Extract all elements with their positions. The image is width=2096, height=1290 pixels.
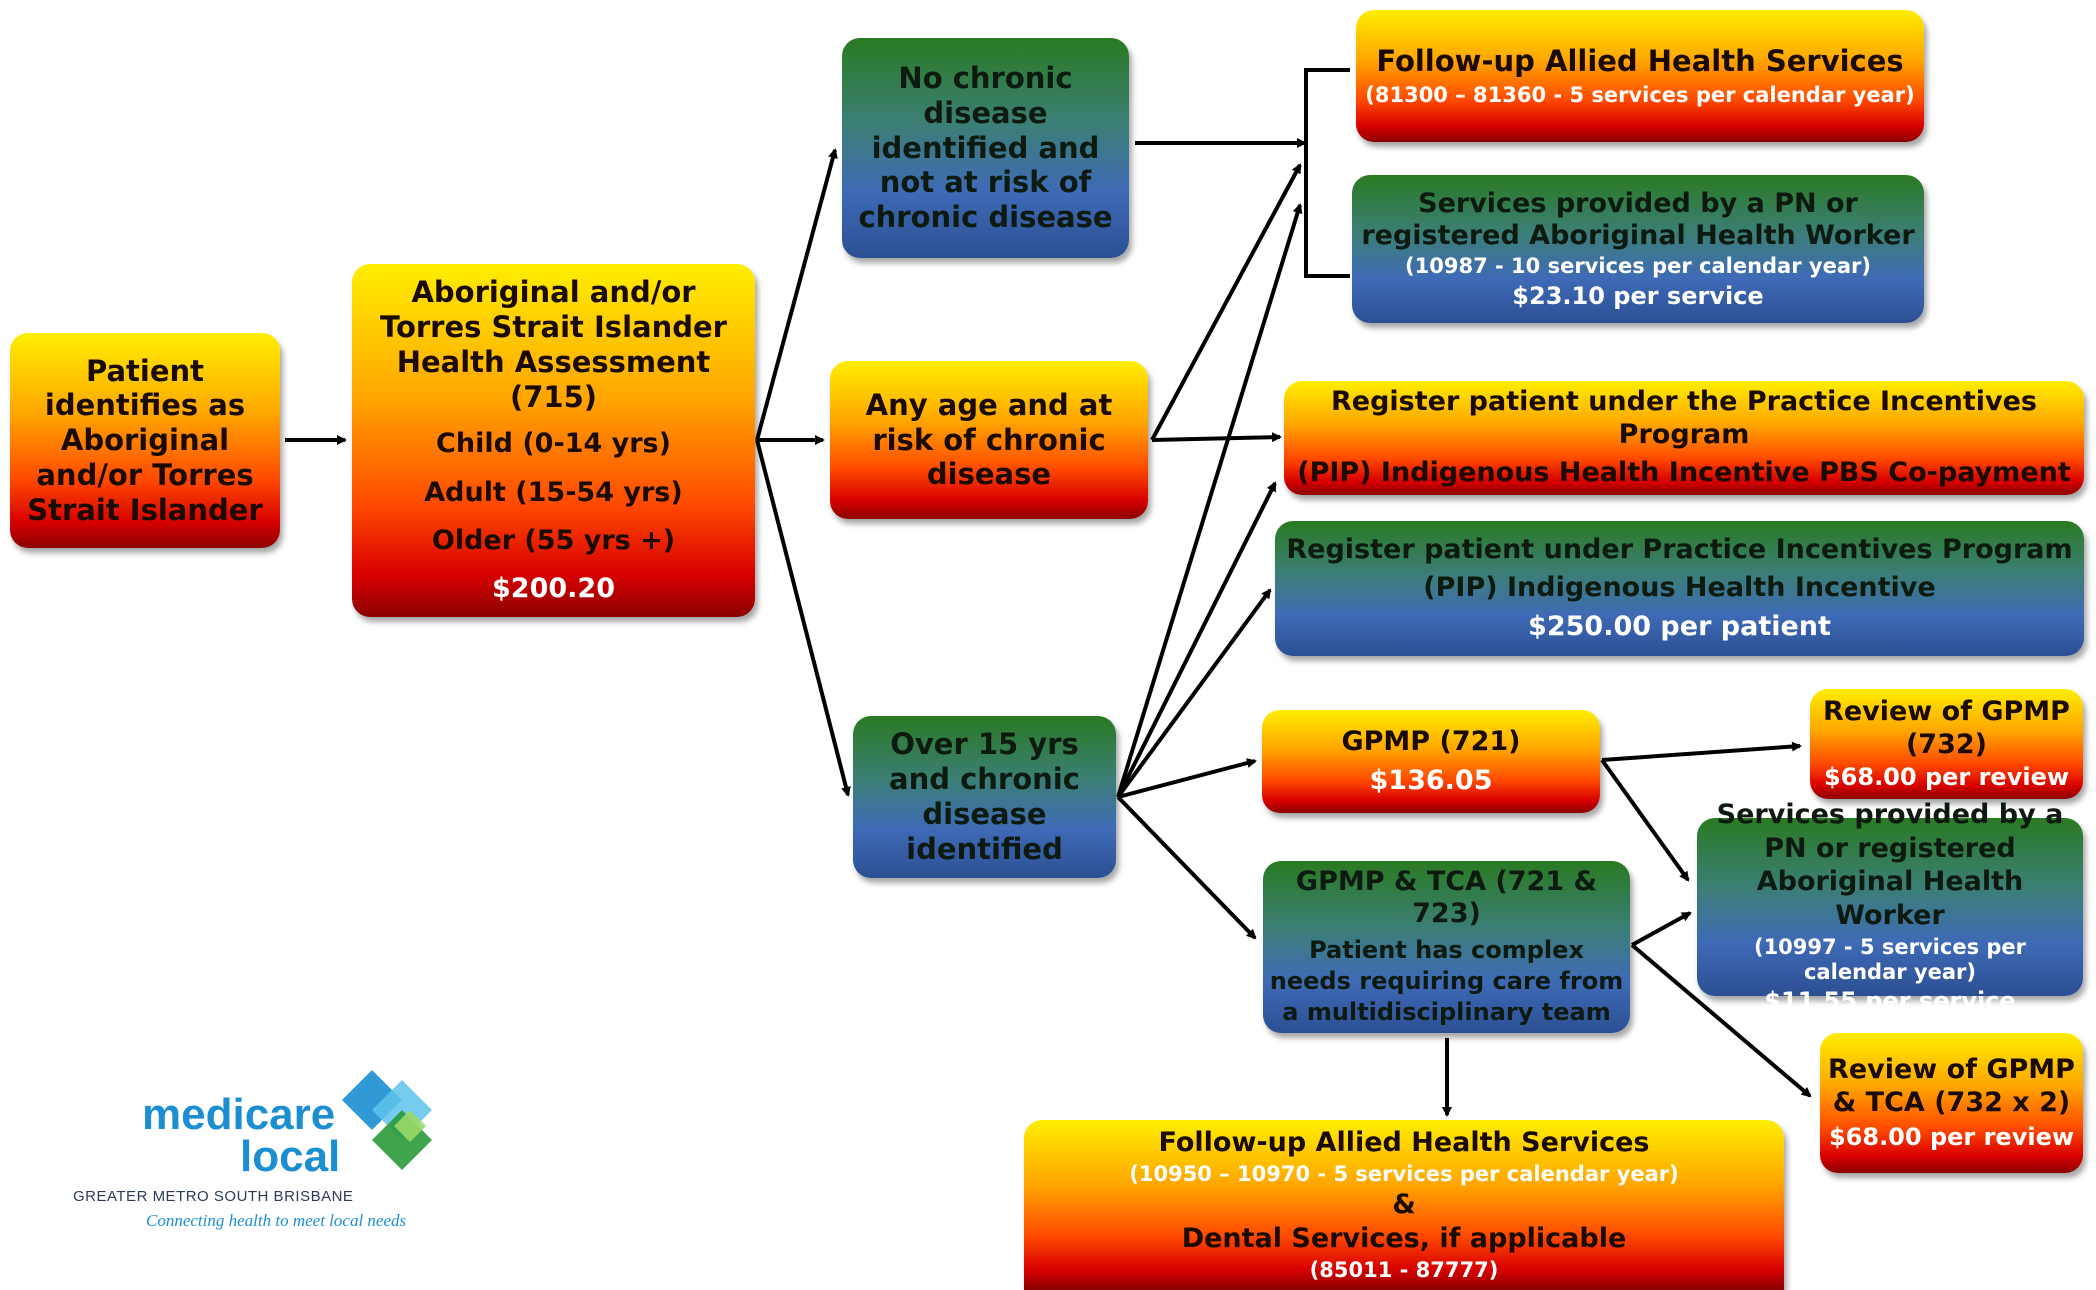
pip-copayment-line1: Register patient under the Practice Ince… xyxy=(1330,386,2038,450)
arrow-over15-pipcopay xyxy=(1116,481,1277,798)
arrow-atrisk-pipcopay xyxy=(1151,432,1282,443)
health-assessment-title: Aboriginal and/or Torres Strait Islander… xyxy=(380,275,727,414)
arrow-gpmp-pnservices xyxy=(1600,758,1690,882)
pip-incentive-line2: (PIP) Indigenous Health Incentive xyxy=(1423,572,1936,604)
followup-bottom-title2: Dental Services, if applicable xyxy=(1181,1223,1627,1255)
logo-tagline: Connecting health to meet local needs xyxy=(146,1211,407,1230)
followup-bottom-detail1: (10950 – 10970 - 5 services per calendar… xyxy=(1129,1161,1679,1186)
age-child: Child (0-14 yrs) xyxy=(436,428,671,460)
medicare-local-emblem-icon xyxy=(342,1070,432,1170)
followup-allied-top-title: Follow-up Allied Health Services xyxy=(1376,44,1904,78)
gpmp-box: GPMP (721) $136.05 xyxy=(1262,710,1600,813)
pip-copayment-box: Register patient under the Practice Ince… xyxy=(1284,381,2084,495)
health-assessment-box: Aboriginal and/or Torres Strait Islander… xyxy=(352,264,755,617)
pip-incentive-line1: Register patient under Practice Incentiv… xyxy=(1286,533,2073,565)
age-adult: Adult (15-54 yrs) xyxy=(424,476,683,508)
no-chronic-disease-text: No chronic disease identified and not at… xyxy=(858,61,1113,235)
arrow-over15-gpmptca xyxy=(1116,795,1257,940)
gpmp-tca-box: GPMP & TCA (721 & 723) Patient has compl… xyxy=(1263,861,1630,1033)
arrow-over15-bracket xyxy=(1116,203,1303,798)
review-gpmp-fee: $68.00 per review xyxy=(1823,762,2070,791)
pn-services-right-title: Services provided by a PN or registered … xyxy=(1716,798,2064,932)
logo-subtitle: GREATER METRO SOUTH BRISBANE xyxy=(73,1188,354,1205)
pn-services-top-fee: $23.10 per service xyxy=(1512,281,1764,310)
logo-word-medicare: medicare xyxy=(142,1090,336,1139)
pn-services-right-fee: $11.55 per service xyxy=(1764,987,2016,1016)
pip-incentive-fee: $250.00 per patient xyxy=(1528,610,1831,642)
review-gpmp-tca-box: Review of GPMP & TCA (732 x 2) $68.00 pe… xyxy=(1820,1033,2083,1173)
review-gpmp-box: Review of GPMP (732) $68.00 per review xyxy=(1810,689,2083,799)
no-chronic-disease-box: No chronic disease identified and not at… xyxy=(842,38,1129,258)
pn-services-top-title: Services provided by a PN or registered … xyxy=(1361,187,1915,251)
followup-bottom-detail2: (85011 - 87777) xyxy=(1309,1257,1499,1282)
at-risk-box: Any age and at risk of chronic disease xyxy=(830,361,1148,519)
health-assessment-fee: $200.20 xyxy=(492,573,615,605)
over-15-box: Over 15 yrs and chronic disease identifi… xyxy=(853,716,1116,878)
review-gpmp-title: Review of GPMP (732) xyxy=(1823,696,2070,760)
followup-bottom-amp: & xyxy=(1392,1188,1416,1220)
medicare-local-logo: medicare local GREATER METRO SOUTH BRISB… xyxy=(70,1070,470,1240)
arrow-gpmptca-pnservices xyxy=(1631,911,1692,947)
pn-services-top-detail: (10987 - 10 services per calendar year) xyxy=(1405,254,1871,279)
gpmp-tca-detail: Patient has complex needs requiring care… xyxy=(1269,935,1624,1026)
age-older: Older (55 yrs +) xyxy=(431,525,676,557)
followup-bottom-title: Follow-up Allied Health Services xyxy=(1158,1127,1650,1159)
pn-services-top-box: Services provided by a PN or registered … xyxy=(1352,175,1924,323)
at-risk-text: Any age and at risk of chronic disease xyxy=(865,387,1113,492)
arrow-assessment-over15 xyxy=(755,439,851,797)
patient-identifies-box: Patient identifies as Aboriginal and/or … xyxy=(10,333,280,548)
arrow-gpmptca-reviewtca xyxy=(1630,943,1812,1098)
review-gpmp-tca-fee: $68.00 per review xyxy=(1828,1122,2075,1151)
gpmp-fee: $136.05 xyxy=(1369,764,1493,796)
pn-services-right-box: Services provided by a PN or registered … xyxy=(1697,799,2083,1015)
pn-services-right-detail: (10997 - 5 services per calendar year) xyxy=(1753,934,2027,985)
followup-bottom-box: Follow-up Allied Health Services (10950 … xyxy=(1024,1120,1784,1290)
arrow-atrisk-bracket xyxy=(1150,163,1302,441)
over-15-text: Over 15 yrs and chronic disease identifi… xyxy=(889,727,1080,866)
logo-word-local: local xyxy=(240,1132,341,1181)
pip-copayment-line2: (PIP) Indigenous Health Incentive PBS Co… xyxy=(1297,457,2071,489)
arrow-assessment-nochronic xyxy=(755,148,838,441)
followup-allied-top-box: Follow-up Allied Health Services (81300 … xyxy=(1356,10,1924,142)
gpmp-title: GPMP (721) xyxy=(1341,726,1521,758)
arrow-over15-pipincentive xyxy=(1116,588,1272,799)
arrow-over15-gpmp xyxy=(1117,758,1257,799)
review-gpmp-tca-title: Review of GPMP & TCA (732 x 2) xyxy=(1828,1054,2075,1118)
followup-allied-top-detail: (81300 – 81360 - 5 services per calendar… xyxy=(1365,82,1915,107)
pip-incentive-box: Register patient under Practice Incentiv… xyxy=(1275,521,2084,656)
arrow-gpmp-review xyxy=(1601,741,1802,762)
patient-identifies-text: Patient identifies as Aboriginal and/or … xyxy=(27,353,263,527)
gpmp-tca-title: GPMP & TCA (721 & 723) xyxy=(1295,865,1598,930)
